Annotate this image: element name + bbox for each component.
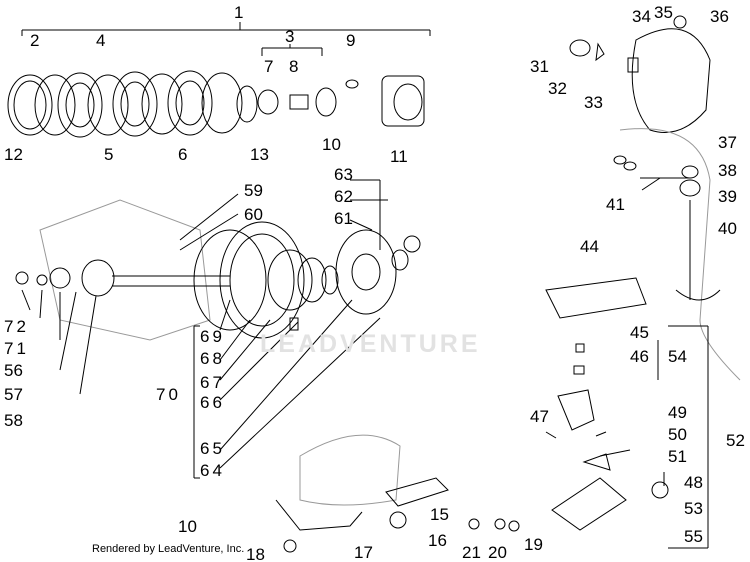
- callout-44: 44: [580, 237, 599, 256]
- bracket-70: [193, 325, 200, 479]
- callout-63: 63: [334, 165, 353, 184]
- callout-67: 67: [200, 373, 225, 392]
- leader-lines: [21, 179, 388, 469]
- callout-68: 68: [200, 349, 225, 368]
- bracket-52: [668, 325, 709, 549]
- side-cover: [275, 434, 520, 553]
- callout-64: 64: [200, 461, 225, 480]
- credit-line: Rendered by LeadVenture, Inc.: [92, 543, 245, 555]
- callout-17: 17: [354, 543, 373, 562]
- callout-3: 3: [285, 27, 295, 46]
- callout-13: 13: [250, 145, 269, 164]
- callout-58: 58: [4, 411, 23, 430]
- callout-69: 69: [200, 327, 225, 346]
- callout-62: 62: [334, 187, 353, 206]
- callout-61: 61: [334, 209, 353, 228]
- callout-70: 70: [156, 385, 181, 404]
- callout-40: 40: [718, 219, 737, 238]
- callout-37: 37: [718, 133, 737, 152]
- callout-20: 20: [488, 543, 507, 562]
- callout-19: 19: [524, 535, 543, 554]
- callout-41: 41: [606, 195, 625, 214]
- callout-6: 6: [178, 145, 188, 164]
- callout-5: 5: [104, 145, 114, 164]
- callout-71: 71: [4, 339, 29, 358]
- callout-10: 10: [322, 135, 341, 154]
- callout-33: 33: [584, 93, 603, 112]
- callout-16: 16: [428, 531, 447, 550]
- watermark-text: LEADVENTURE: [260, 330, 481, 358]
- callout-60: 60: [244, 205, 263, 224]
- callout-47: 47: [530, 407, 549, 426]
- callout-31: 31: [530, 57, 549, 76]
- callout-51: 51: [668, 447, 687, 466]
- callout-56: 56: [4, 361, 23, 380]
- callout-59: 59: [244, 181, 263, 200]
- bracket-1: [21, 22, 431, 36]
- callout-8: 8: [289, 57, 299, 76]
- callout-72: 72: [4, 317, 29, 336]
- callout-55: 55: [684, 527, 703, 546]
- gear-assembly: [15, 199, 421, 341]
- callout-39: 39: [718, 187, 737, 206]
- callout-65: 65: [200, 439, 225, 458]
- callout-57: 57: [4, 385, 23, 404]
- callout-32: 32: [548, 79, 567, 98]
- callout-35: 35: [654, 3, 673, 22]
- callout-9: 9: [346, 31, 356, 50]
- callout-45: 45: [630, 323, 649, 342]
- callout-34: 34: [632, 7, 651, 26]
- cover-assembly: [569, 15, 741, 381]
- tray-44: [545, 277, 647, 319]
- callout-2: 2: [30, 31, 40, 50]
- callout-18: 18: [246, 545, 265, 562]
- clutch-disc-stack: [7, 70, 425, 138]
- callout-50: 50: [668, 425, 687, 444]
- callout-66: 66: [200, 393, 225, 412]
- callout-36: 36: [710, 7, 729, 26]
- stray-label: 10: [178, 517, 197, 536]
- callout-46: 46: [630, 347, 649, 366]
- callout-21: 21: [462, 543, 481, 562]
- callout-7: 7: [264, 57, 274, 76]
- callout-1: 1: [234, 3, 244, 22]
- callout-12: 12: [4, 145, 23, 164]
- callout-49: 49: [668, 403, 687, 422]
- callout-52: 52: [726, 431, 745, 450]
- callout-11: 11: [390, 147, 408, 166]
- lock-mechanism: [545, 343, 669, 531]
- callout-4: 4: [96, 31, 106, 50]
- callout-15: 15: [430, 505, 449, 524]
- callout-53: 53: [684, 499, 703, 518]
- bracket-3: [261, 44, 323, 56]
- callout-48: 48: [684, 473, 703, 492]
- callout-38: 38: [718, 161, 737, 180]
- callout-54: 54: [668, 347, 687, 366]
